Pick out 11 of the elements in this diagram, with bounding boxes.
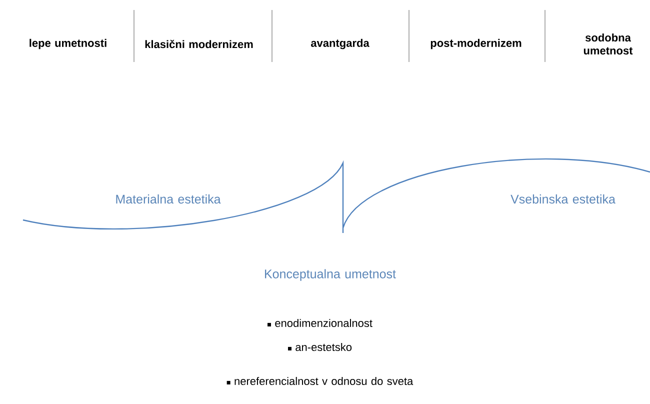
aesthetics-label: Materialna estetika — [116, 194, 221, 204]
period-label: post-modernizem — [430, 38, 522, 50]
period-label: avantgarda — [311, 38, 370, 50]
period-label: sodobna umetnost — [584, 33, 633, 55]
bullet-item: nereferencialnost v odnosu do sveta — [226, 376, 414, 386]
aesthetics-label: Vsebinska estetika — [510, 194, 616, 204]
period-label: klasični modernizem — [145, 40, 253, 48]
period-label: lepe umetnosti — [30, 38, 106, 50]
heading-label: Konceptualna umetnost — [265, 269, 396, 281]
bullet-item: enodimenzionalnost — [268, 318, 372, 328]
bullet-item: an-estetsko — [288, 342, 352, 352]
